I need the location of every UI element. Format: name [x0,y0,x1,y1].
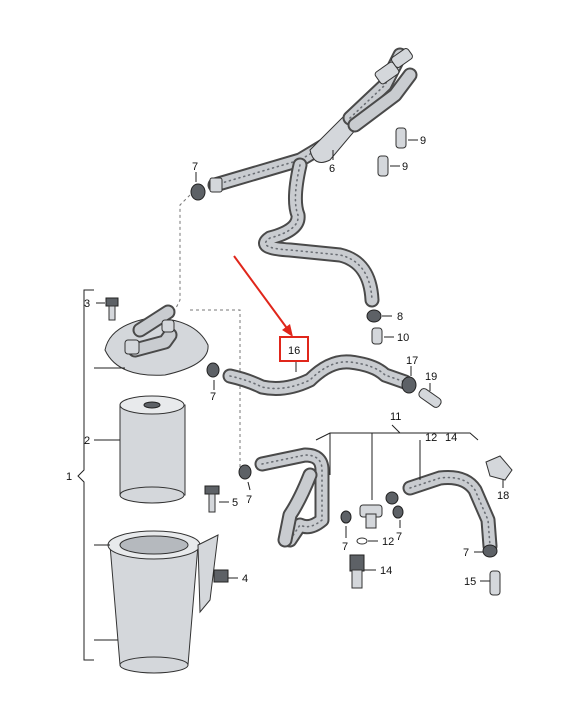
label-3: 3 [84,298,90,310]
label-17: 17 [406,355,418,367]
hose-11: 11 12 14 [254,411,498,554]
clip-18: 18 [485,455,513,502]
t-piece [340,491,404,529]
clamp-7-mid: 7 [206,362,220,403]
label-18: 18 [497,490,509,502]
label-15: 15 [464,576,476,588]
highlight-box-16: 16 [279,336,309,362]
label-10: 10 [397,332,409,344]
plug-19: 19 [418,371,442,408]
bolt-5: 5 [204,485,238,513]
filter-lid [104,304,209,376]
label-11: 11 [390,411,401,423]
o-ring-12: 12 [356,536,394,548]
label-7b: 7 [210,391,216,403]
label-12b: 12 [382,536,394,548]
label-2: 2 [84,435,90,447]
screw-3: 3 [84,297,119,321]
label-9a: 9 [420,135,426,147]
plug-15: 15 [464,570,501,596]
clamp-7-lower-left: 7 [238,464,252,506]
hose-16 [222,354,413,396]
bracket-1: 1 [66,289,125,661]
label-7f: 7 [463,547,469,559]
label-7c: 7 [246,494,252,506]
clamp-7-right: 7 [463,544,498,559]
label-19: 19 [425,371,437,383]
sensor-14: 14 [349,554,392,589]
filter-element-2: 2 [84,395,186,504]
hose-6 [207,47,418,308]
clamp-8: 8 [366,309,403,323]
label-14b: 14 [380,565,392,577]
plug-10: 10 [371,327,409,345]
clamp-7-top: 7 [190,161,206,201]
label-8: 8 [397,311,403,323]
label-1: 1 [66,471,72,483]
label-9b: 9 [402,161,408,173]
label-14a: 14 [445,432,457,444]
label-5: 5 [232,497,238,509]
label-12a: 12 [425,432,437,444]
label-4: 4 [242,573,248,585]
label-16: 16 [288,345,300,357]
label-7a: 7 [192,161,198,173]
label-7d: 7 [342,541,348,553]
filter-housing [94,530,219,674]
nut-4: 4 [213,569,248,585]
label-7e: 7 [396,531,402,543]
red-arrow [233,255,293,337]
plug-9-lower: 9 [377,155,408,177]
clamp-17: 17 [401,355,418,394]
label-6: 6 [329,163,335,175]
plug-9-upper: 9 [395,127,426,149]
